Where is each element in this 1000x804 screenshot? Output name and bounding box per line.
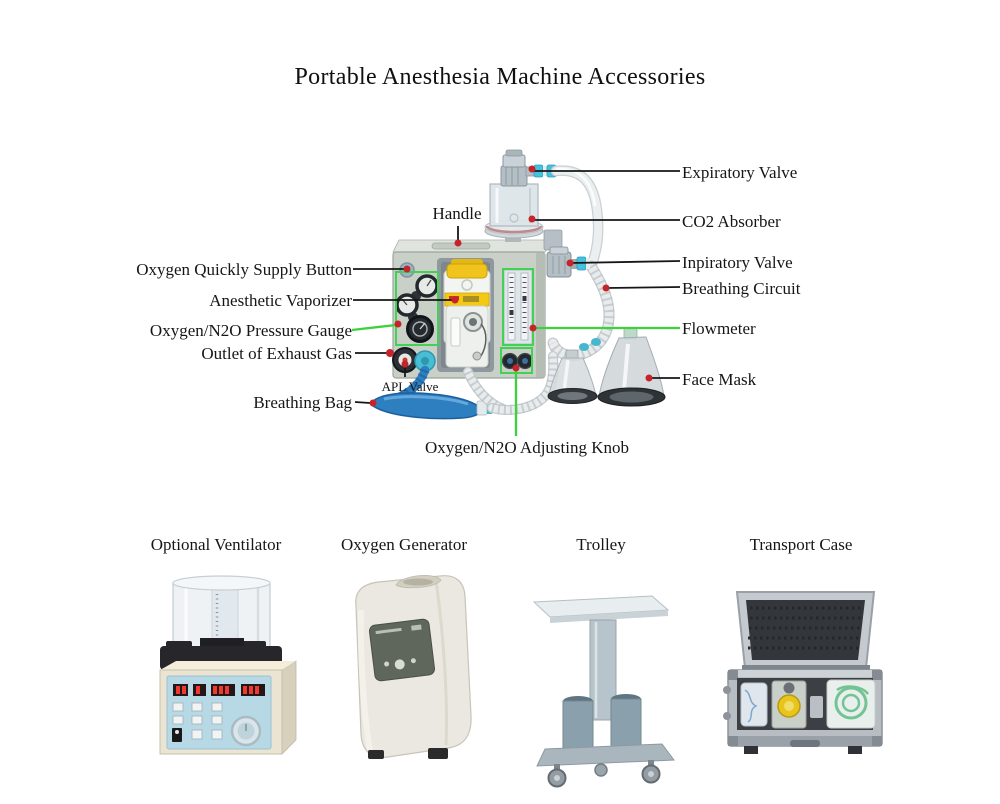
patient-tube (463, 338, 601, 415)
lid-foam (748, 606, 862, 650)
adjusting-knobs (501, 352, 534, 370)
ventilator-led-displays (173, 684, 265, 696)
oxygen-quick-supply-button (399, 262, 415, 278)
knobs-highlight-box (500, 347, 533, 374)
label-oxygen-quickly-supply-button: Oxygen Quickly Supply Button (136, 260, 352, 279)
marker-dots (369, 165, 653, 407)
trolley-casters (547, 760, 661, 788)
machine-body (392, 229, 563, 379)
label-anesthetic-vaporizer: Anesthetic Vaporizer (209, 291, 352, 310)
leader-lines-black (353, 170, 681, 404)
anesthetic-vaporizer (437, 258, 494, 372)
apl-valve (392, 347, 436, 373)
generator-handle (395, 575, 442, 589)
face-mask-small (547, 349, 598, 404)
leader-breathing-bag (354, 401, 371, 404)
label-oxygen-generator: Oxygen Generator (340, 535, 468, 554)
leader-pressure-gauge (351, 323, 397, 332)
ventilator-buttons (172, 702, 223, 742)
case-interior (737, 678, 873, 730)
label-breathing-circuit: Breathing Circuit (682, 279, 801, 298)
page-title: Portable Anesthesia Machine Accessories (294, 64, 706, 90)
transport-case-illustration (723, 591, 883, 754)
label-oxygen-n2o-pressure-gauge: Oxygen/N2O Pressure Gauge (149, 321, 352, 340)
expiratory-valve (500, 149, 557, 187)
label-breathing-bag: Breathing Bag (253, 393, 352, 412)
label-transport-case: Transport Case (749, 535, 853, 554)
case-handle (790, 740, 820, 747)
flowmeter-highlight-box (502, 268, 534, 346)
flowmeter (503, 269, 533, 345)
oxygen-generator-illustration (355, 575, 472, 759)
inspiratory-valve (546, 246, 590, 278)
trolley-illustration (532, 595, 675, 788)
leader-inpiratory-valve (570, 260, 681, 264)
label-flowmeter: Flowmeter (682, 319, 756, 338)
pressure-gauges (395, 274, 439, 343)
label-handle: Handle (432, 204, 482, 223)
label-optional-ventilator: Optional Ventilator (150, 535, 282, 554)
label-face-mask: Face Mask (682, 370, 757, 389)
highlight-boxes (395, 268, 534, 374)
ventilator-knob (230, 715, 262, 747)
pressure-gauge-highlight-box (395, 271, 439, 346)
ventilator-illustration (159, 575, 297, 755)
label-oxygen-n2o-adjusting-knob: Oxygen/N2O Adjusting Knob (425, 438, 629, 457)
co2-absorber (484, 183, 544, 242)
label-outlet-of-exhaust-gas: Outlet of Exhaust Gas (201, 344, 352, 363)
leader-breathing-circuit (605, 286, 681, 289)
breathing-bag (370, 365, 492, 420)
case-vaporizer (771, 680, 807, 729)
breathing-circuit-tube (547, 165, 615, 362)
generator-control-panel (368, 618, 436, 682)
label-expiratory-valve: Expiratory Valve (682, 163, 798, 182)
label-apl-valve: APL Valve (381, 379, 439, 394)
label-inpiratory-valve: Inpiratory Valve (682, 253, 793, 272)
label-trolley: Trolley (576, 535, 626, 554)
handle-recess (431, 242, 491, 250)
case-tubing-bag (826, 679, 876, 729)
exhaust-port (414, 350, 436, 372)
label-co2-absorber: CO2 Absorber (682, 212, 781, 231)
face-mask-large (597, 327, 666, 407)
inspiratory-connector (576, 256, 587, 271)
expiratory-connector (533, 164, 544, 178)
